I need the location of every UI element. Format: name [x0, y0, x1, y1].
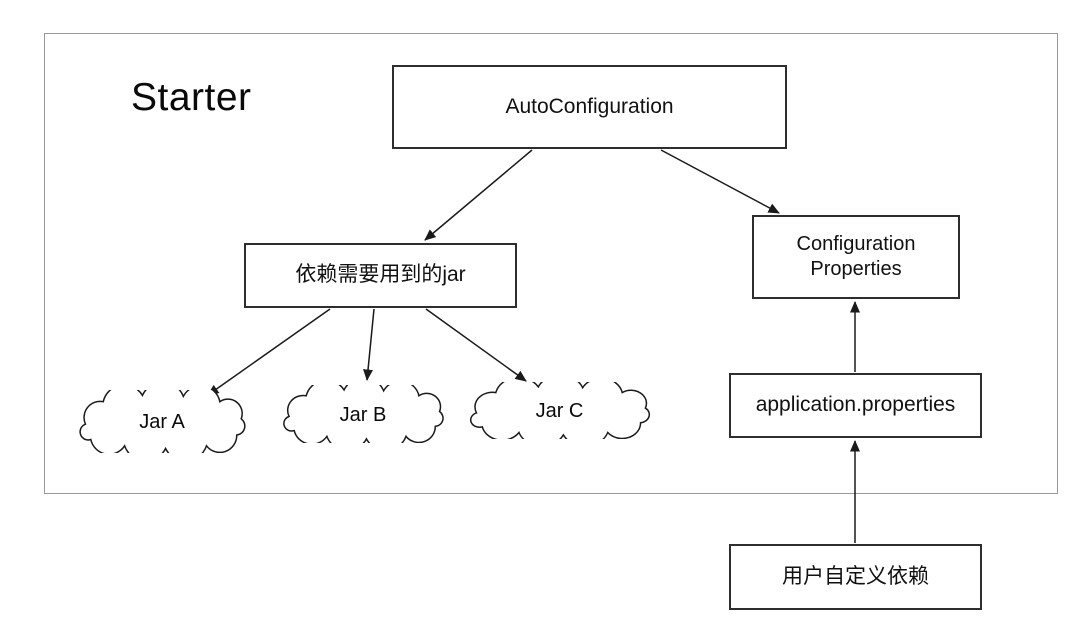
node-jar-a-label: Jar A: [139, 411, 185, 433]
cloud-shape-icon: [73, 390, 251, 453]
node-dependency-jars: 依赖需要用到的jar: [244, 243, 517, 308]
node-jar-c: Jar C: [463, 382, 656, 439]
cloud-shape-icon: [277, 385, 449, 443]
starter-container-label: Starter: [131, 76, 252, 119]
node-user-custom-dependency: 用户自定义依赖: [729, 544, 982, 610]
node-jar-b: Jar B: [277, 385, 449, 443]
node-application-properties-label: application.properties: [755, 393, 956, 417]
node-configuration-properties: Configuration Properties: [752, 215, 960, 299]
node-jar-b-label: Jar B: [339, 403, 387, 426]
node-configuration-properties-label: Configuration Properties: [796, 233, 916, 280]
node-jar-c-label: Jar C: [535, 400, 584, 422]
node-application-properties: application.properties: [729, 373, 982, 438]
cloud-shape-icon: [463, 382, 656, 439]
node-autoconfiguration-label: AutoConfiguration: [505, 94, 674, 118]
node-autoconfiguration: AutoConfiguration: [392, 65, 787, 149]
node-jar-a: Jar A: [73, 390, 251, 453]
node-dependency-jars-label: 依赖需要用到的jar: [295, 263, 466, 287]
node-user-custom-dependency-label: 用户自定义依赖: [782, 564, 929, 588]
